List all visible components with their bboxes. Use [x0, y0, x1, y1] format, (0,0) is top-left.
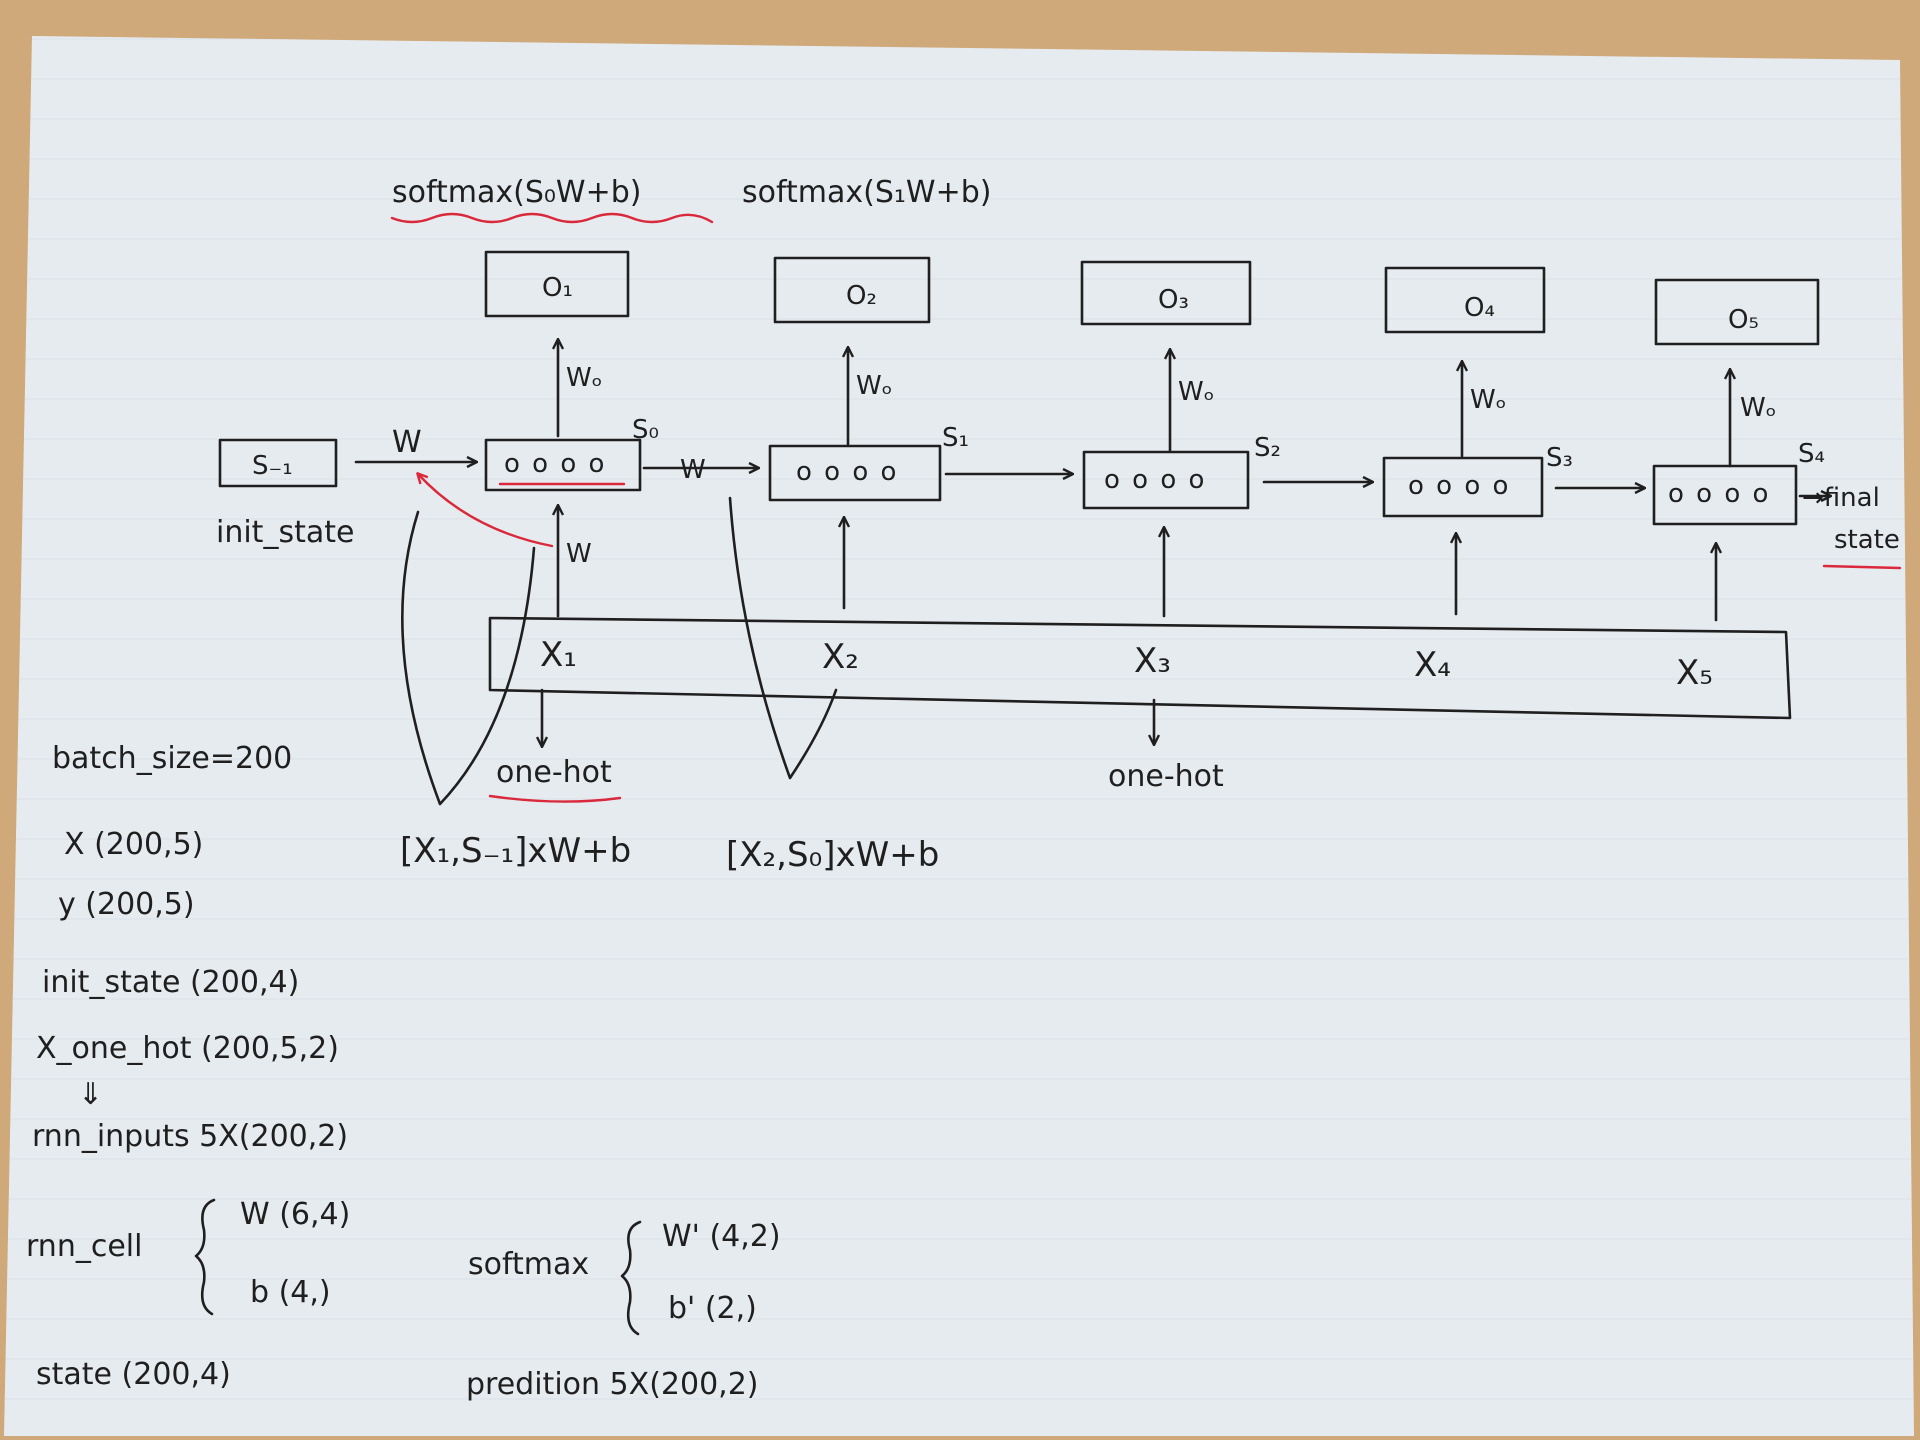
paper-ruling: [4, 36, 1914, 1436]
one-hot-label-2: one-hot: [1108, 759, 1224, 794]
output-label-2: O₂: [846, 281, 877, 311]
state-label-2: S₂: [1254, 433, 1281, 463]
rnn-cell-units-3: o o o o: [1104, 465, 1206, 495]
output-weight-label-3: Wₒ: [1178, 377, 1214, 407]
input-label-1: X₁: [540, 635, 577, 675]
state-label-0: S₀: [632, 415, 659, 445]
softmax-label-0: softmax(S₀W+b): [392, 175, 641, 210]
input-to-cell-arrows: W: [558, 506, 1716, 622]
final-state-label-2: state: [1834, 525, 1900, 555]
rnn-cell-3: [1082, 450, 1250, 510]
softmax-label-1: softmax(S₁W+b): [742, 175, 991, 210]
rnn-cell-4: [1382, 456, 1544, 518]
init-state-box-label: S₋₁: [252, 451, 293, 481]
output-weight-label-2: Wₒ: [856, 371, 892, 401]
note-state-shape: state (200,4): [36, 1357, 231, 1392]
softmax-label-0-underline: [390, 212, 714, 224]
note-softmax: softmax: [468, 1247, 589, 1282]
output-label-1: O₁: [542, 273, 573, 303]
input-label-2: X₂: [822, 637, 859, 677]
rnn-cell-5: [1652, 464, 1798, 526]
note-down-arrow: ⇓: [78, 1077, 103, 1112]
output-box-3: [1080, 260, 1252, 326]
note-x-one-hot-shape: X_one_hot (200,5,2): [36, 1031, 339, 1066]
state-transition-arrows: W: [642, 455, 1644, 488]
state-label-4: S₄: [1798, 439, 1825, 469]
final-state-label-1: →final: [1802, 483, 1880, 513]
input-label-5: X₅: [1676, 653, 1713, 693]
output-weight-label-5: Wₒ: [1740, 393, 1776, 423]
input-band: [488, 616, 1792, 720]
rnn-cell-2: [768, 444, 942, 502]
input-label-3: X₃: [1134, 641, 1171, 681]
formula-pointer-2: [728, 496, 838, 780]
output-box-2: [773, 256, 931, 324]
note-rnn-cell-b: b (4,): [250, 1275, 331, 1310]
formula-pointer-1: [401, 510, 536, 806]
init-state-box: [218, 438, 338, 488]
output-label-4: O₄: [1464, 293, 1495, 323]
output-weight-arrows: Wₒ Wₒ Wₒ Wₒ Wₒ: [558, 340, 1776, 468]
one-hot-label-1: one-hot: [496, 755, 612, 790]
state-label-1: S₁: [942, 423, 969, 453]
init-state-label: init_state: [216, 515, 354, 550]
formula-2: [X₂,S₀]xW+b: [726, 835, 939, 875]
input-label-4: X₄: [1414, 645, 1451, 685]
note-batch-size: batch_size=200: [52, 741, 292, 776]
rnn-cell-brace: [194, 1198, 216, 1316]
note-rnn-inputs-shape: rnn_inputs 5X(200,2): [32, 1119, 348, 1154]
rnn-cell-units-2: o o o o: [796, 457, 898, 487]
input-labels: X₁ X₂ X₃ X₄ X₅: [540, 635, 1713, 693]
rnn-cell-1: [484, 438, 642, 492]
note-prediction-shape: predition 5X(200,2): [466, 1367, 759, 1402]
input-weight-label: W: [566, 539, 592, 569]
rnn-cell-units-4: o o o o: [1408, 471, 1510, 501]
output-label-5: O₅: [1728, 305, 1759, 335]
softmax-brace: [620, 1220, 642, 1336]
rnn-cell-units-5: o o o o: [1668, 479, 1770, 509]
rnn-cell-units-1: o o o o: [504, 449, 606, 479]
output-box-1: [484, 250, 630, 318]
state-label-3: S₃: [1546, 443, 1573, 473]
output-weight-label-1: Wₒ: [566, 363, 602, 393]
final-state-underline: [1822, 564, 1902, 570]
note-softmax-b: b' (2,): [668, 1291, 757, 1326]
notes: batch_size=200 X (200,5) y (200,5) init_…: [26, 741, 781, 1402]
rnn-cells: o o o o S₀ o o o o S₁ o o o o S₂ o o o o…: [484, 415, 1825, 526]
note-init-state-shape: init_state (200,4): [42, 965, 299, 1000]
note-x-shape: X (200,5): [64, 827, 203, 862]
output-weight-label-4: Wₒ: [1470, 385, 1506, 415]
output-label-3: O₃: [1158, 285, 1189, 315]
formula-1: [X₁,S₋₁]xW+b: [400, 831, 631, 871]
concat-highlight-arrow: [418, 474, 554, 548]
recurrent-weight-label: W: [680, 455, 706, 485]
note-rnn-cell: rnn_cell: [26, 1229, 142, 1264]
init-weight-label: W: [392, 425, 422, 460]
note-rnn-cell-w: W (6,4): [240, 1197, 350, 1232]
output-box-5: [1654, 278, 1820, 346]
output-box-4: [1384, 266, 1546, 334]
note-softmax-w: W' (4,2): [662, 1219, 781, 1254]
one-hot-underline: [488, 794, 622, 803]
output-row: O₁ O₂ O₃ O₄ O₅: [484, 250, 1820, 346]
note-y-shape: y (200,5): [58, 887, 195, 922]
